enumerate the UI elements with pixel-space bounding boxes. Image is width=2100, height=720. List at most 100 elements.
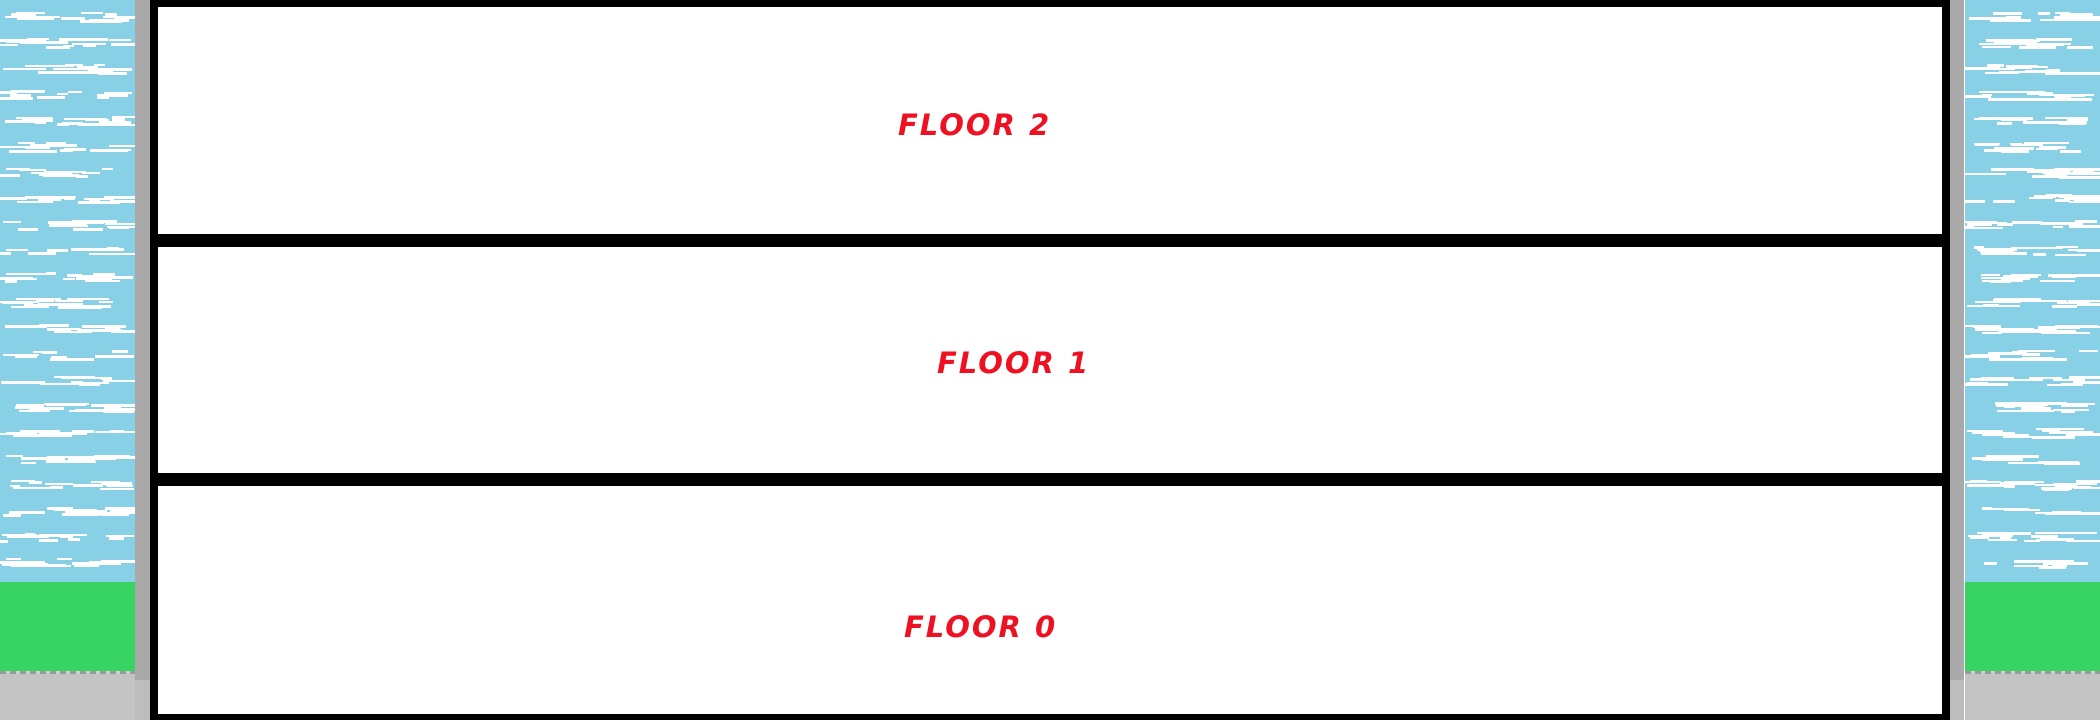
cloud-streak [2076,480,2100,483]
grass-left [0,582,135,674]
cloud-streak [2025,406,2045,409]
cloud-streak [109,145,135,147]
cloud-streak [2033,253,2046,256]
cloud-streak [112,116,135,118]
cloud-streak [9,150,57,153]
cloud-streak [2051,247,2063,249]
cloud-streak [5,16,21,18]
cloud-streak [1981,377,2014,380]
cloud-streak [94,64,105,66]
cloud-streak [2077,13,2093,16]
cloud-streak [1996,305,2013,307]
cloud-streak [97,68,132,71]
cloud-streak [1965,200,1985,203]
cloud-streak [68,91,82,93]
cloud-streak [1965,221,1997,223]
cloud-streak [2040,43,2071,45]
cloud-streak [82,172,100,174]
cloud-streak [2025,70,2060,73]
cloud-streak [69,225,88,227]
sky-clouds-right [1965,0,2100,582]
sky-clouds-left [0,0,135,582]
cloud-streak [103,380,135,382]
floor-0-room[interactable]: FLOOR 0 [158,486,1942,714]
cloud-streak [1988,539,2017,541]
cloud-streak [61,17,85,20]
cloud-streak [13,435,61,437]
cloud-streak [38,303,78,306]
cloud-streak [109,39,131,41]
cloud-streak [68,275,112,277]
cloud-streak [46,46,70,49]
cloud-streak [2039,146,2066,149]
cloud-streak [1994,147,2034,150]
cloud-streak [0,39,46,42]
cloud-streak [73,228,103,231]
cloud-streak [21,457,65,460]
cloud-streak [2055,511,2081,514]
cloud-streak [1998,330,2044,333]
cloud-streak [1982,507,1992,510]
cloud-streak [1970,537,1989,539]
cloud-streak [1987,64,2004,67]
pavement-right [1965,674,2100,720]
cloud-streak [2047,121,2087,124]
cloud-streak [2018,350,2055,352]
cloud-streak [2047,384,2083,386]
cloud-streak [2001,119,2027,121]
cloud-streak [2004,481,2044,483]
cloud-streak [2045,117,2088,119]
cloud-streak [3,68,46,70]
cloud-streak [28,252,56,255]
cloud-streak [2024,142,2069,144]
cloud-streak [25,196,48,199]
cloud-streak [2003,275,2038,278]
building-frame: FLOOR 2 FLOOR 1 FLOOR 0 [150,0,1950,720]
cloud-streak [2029,377,2062,379]
cloud-streak [18,228,38,231]
cloud-streak [68,538,80,541]
cloud-streak [1965,95,1991,98]
cloud-streak [1997,39,2035,41]
cloud-streak [17,16,60,18]
cloud-streak [109,537,124,540]
cloud-streak [88,457,116,460]
cloud-streak [110,510,135,513]
cloud-streak [110,200,135,203]
cloud-streak [62,122,83,125]
cloud-streak [1989,358,2022,361]
cloud-streak [60,461,96,463]
cloud-streak [42,351,57,354]
cloud-streak [63,278,75,280]
cloud-streak [81,12,103,14]
floor-1-room[interactable]: FLOOR 1 [158,247,1942,473]
cloud-streak [54,331,89,333]
cloud-streak [16,404,44,407]
cloud-streak [2063,486,2074,488]
cloud-streak [29,481,42,484]
floor-2-room[interactable]: FLOOR 2 [158,7,1942,234]
cloud-streak [38,199,61,201]
cloud-streak [2006,16,2021,19]
cloud-streak [2029,197,2053,199]
cloud-streak [1971,354,1994,357]
cloud-streak [97,276,133,279]
cloud-streak [1984,149,2017,152]
cloud-streak [10,485,20,487]
cloud-streak [11,90,45,93]
cloud-streak [2066,433,2100,436]
cloud-streak [2038,122,2053,124]
cloud-streak [106,535,134,537]
cloud-streak [9,511,45,514]
grass-right [1965,582,2100,674]
cloud-streak [67,298,109,300]
cloud-streak [1981,274,2000,276]
cloud-streak [105,13,117,16]
cloud-streak [2074,199,2100,201]
cloud-streak [2066,532,2086,534]
cloud-streak [25,533,35,536]
cloud-streak [106,197,135,199]
cloud-streak [40,383,83,385]
cloud-streak [58,507,73,510]
cloud-streak [2047,330,2076,333]
